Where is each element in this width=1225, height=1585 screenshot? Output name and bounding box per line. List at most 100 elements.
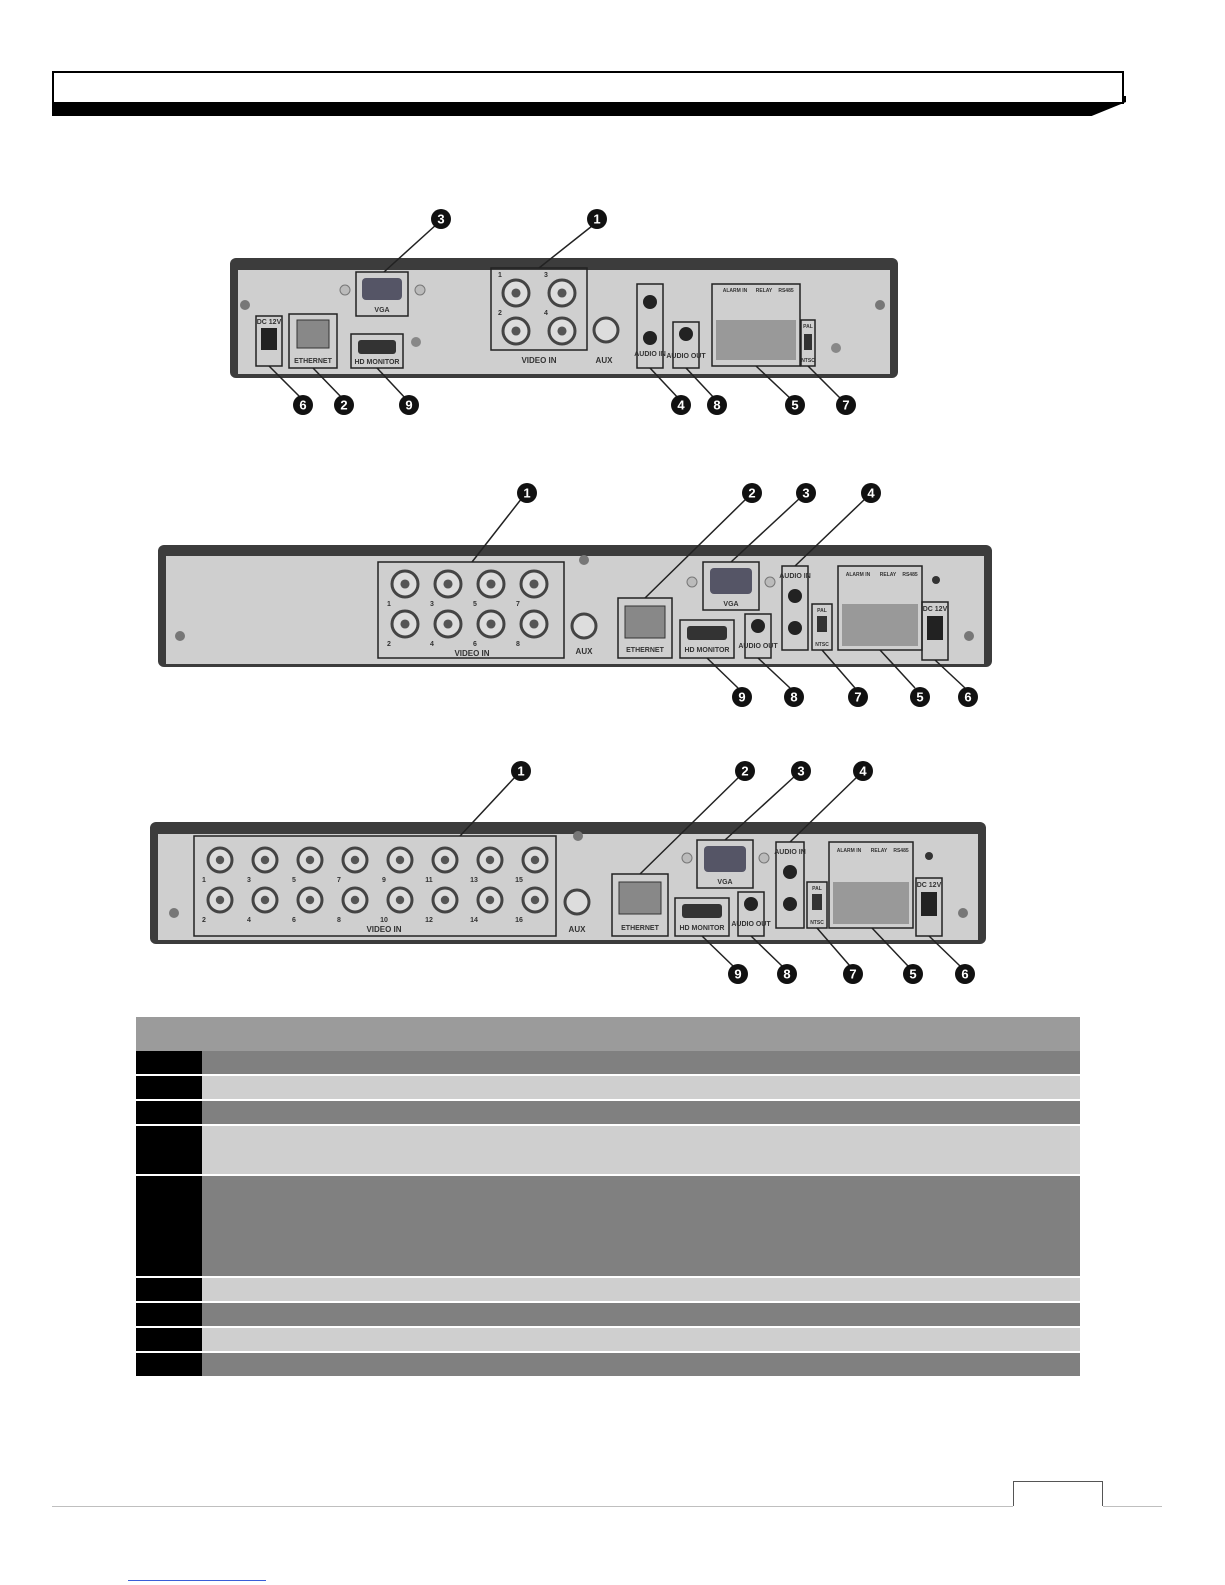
page-number-tab bbox=[1013, 1481, 1103, 1508]
dc-jack-icon bbox=[261, 328, 277, 350]
callout-marker bbox=[742, 483, 762, 503]
pal-ntsc-switch-icon bbox=[812, 894, 822, 910]
audio-out-label: AUDIO OUT bbox=[666, 353, 706, 360]
callout-number: 4 bbox=[867, 486, 875, 501]
callout-number: 7 bbox=[849, 967, 856, 982]
callout-number: 1 bbox=[593, 212, 600, 227]
footer-rule bbox=[52, 1506, 1162, 1507]
callout-marker bbox=[836, 395, 856, 415]
audio-in-label: AUDIO IN bbox=[774, 849, 806, 856]
channel-number: 6 bbox=[292, 917, 296, 924]
channel-number: 4 bbox=[430, 641, 434, 648]
dc-label: DC 12V bbox=[923, 606, 948, 613]
callout-number: 9 bbox=[405, 398, 412, 413]
rs485-label: RS485 bbox=[778, 288, 794, 294]
bnc-pin-icon bbox=[350, 855, 360, 865]
bnc-pin-icon bbox=[305, 895, 315, 905]
channel-number: 4 bbox=[247, 917, 251, 924]
rs485-label: RS485 bbox=[893, 848, 909, 854]
callout-marker bbox=[903, 964, 923, 984]
table-row bbox=[136, 1125, 1080, 1176]
dc-jack-icon bbox=[921, 892, 937, 916]
video-in-label: VIDEO IN bbox=[521, 356, 556, 365]
rs485-label: RS485 bbox=[902, 572, 918, 578]
hd-monitor-label: HD MONITOR bbox=[355, 359, 400, 366]
hdmi-port-icon bbox=[687, 626, 727, 640]
callout-marker bbox=[671, 395, 691, 415]
callout-marker bbox=[861, 483, 881, 503]
callout-number: 3 bbox=[797, 764, 804, 779]
relay-label: RELAY bbox=[756, 288, 773, 294]
callout-marker bbox=[784, 687, 804, 707]
ntsc-label: NTSC bbox=[801, 358, 815, 364]
bnc-pin-icon bbox=[440, 895, 450, 905]
channel-number: 6 bbox=[473, 641, 477, 648]
channel-number: 5 bbox=[473, 601, 477, 608]
channel-number: 5 bbox=[292, 877, 296, 884]
row-number bbox=[136, 1100, 202, 1126]
row-description bbox=[202, 1277, 1080, 1303]
aux-label: AUX bbox=[569, 925, 587, 934]
bnc-pin-icon bbox=[443, 579, 453, 589]
table-row bbox=[136, 1051, 1080, 1076]
audio-out-label: AUDIO OUT bbox=[731, 921, 771, 928]
callout-number: 8 bbox=[713, 398, 720, 413]
vga-frame bbox=[355, 271, 409, 317]
table-header bbox=[136, 1017, 1080, 1051]
hdmi-port-icon bbox=[358, 340, 396, 354]
callout-number: 2 bbox=[340, 398, 347, 413]
channel-number: 8 bbox=[337, 917, 341, 924]
row-description bbox=[202, 1075, 1080, 1101]
terminal-block-icon bbox=[833, 882, 909, 924]
hdmi-port-icon bbox=[682, 904, 722, 918]
bnc-pin-icon bbox=[395, 895, 405, 905]
vga-port-icon bbox=[704, 846, 746, 872]
callout-number: 8 bbox=[790, 690, 797, 705]
table-row bbox=[136, 1352, 1080, 1378]
callout-number: 5 bbox=[791, 398, 798, 413]
callout-marker bbox=[732, 687, 752, 707]
aux-bnc-icon bbox=[563, 888, 591, 916]
callout-marker bbox=[910, 687, 930, 707]
aux-bnc-icon bbox=[592, 316, 620, 344]
aux-label: AUX bbox=[596, 356, 614, 365]
vga-label: VGA bbox=[717, 879, 732, 886]
bnc-pin-icon bbox=[350, 895, 360, 905]
channel-number: 11 bbox=[425, 877, 433, 884]
alarm-in-label: ALARM IN bbox=[846, 572, 871, 578]
callout-marker bbox=[728, 964, 748, 984]
alarm-in-label: ALARM IN bbox=[723, 288, 748, 294]
bnc-pin-icon bbox=[485, 855, 495, 865]
callout-number: 1 bbox=[517, 764, 524, 779]
bnc-pin-icon bbox=[440, 855, 450, 865]
relay-label: RELAY bbox=[871, 848, 888, 854]
vga-port-icon bbox=[710, 568, 752, 594]
screw-icon bbox=[175, 631, 185, 641]
pal-label: PAL bbox=[817, 608, 827, 614]
callout-number: 8 bbox=[783, 967, 790, 982]
callout-number: 7 bbox=[854, 690, 861, 705]
callout-number: 4 bbox=[859, 764, 867, 779]
channel-number: 1 bbox=[387, 601, 391, 608]
callout-marker bbox=[399, 395, 419, 415]
row-description bbox=[202, 1051, 1080, 1076]
section-header bbox=[52, 71, 1124, 104]
bnc-pin-icon bbox=[400, 579, 410, 589]
channel-number: 7 bbox=[337, 877, 341, 884]
table-row bbox=[136, 1277, 1080, 1303]
row-description bbox=[202, 1327, 1080, 1353]
aux-label: AUX bbox=[576, 647, 594, 656]
terminal-block-icon bbox=[842, 604, 918, 646]
ntsc-label: NTSC bbox=[815, 642, 829, 648]
callout-marker bbox=[853, 761, 873, 781]
vga-port-icon bbox=[362, 278, 402, 300]
bnc-pin-icon bbox=[557, 288, 567, 298]
bnc-pin-icon bbox=[443, 619, 453, 629]
ntsc-label: NTSC bbox=[810, 920, 824, 926]
callout-number: 5 bbox=[916, 690, 923, 705]
channel-number: 14 bbox=[470, 917, 478, 924]
channel-number: 12 bbox=[425, 917, 433, 924]
channel-number: 2 bbox=[387, 641, 391, 648]
audio-in-label: AUDIO IN bbox=[779, 573, 811, 580]
